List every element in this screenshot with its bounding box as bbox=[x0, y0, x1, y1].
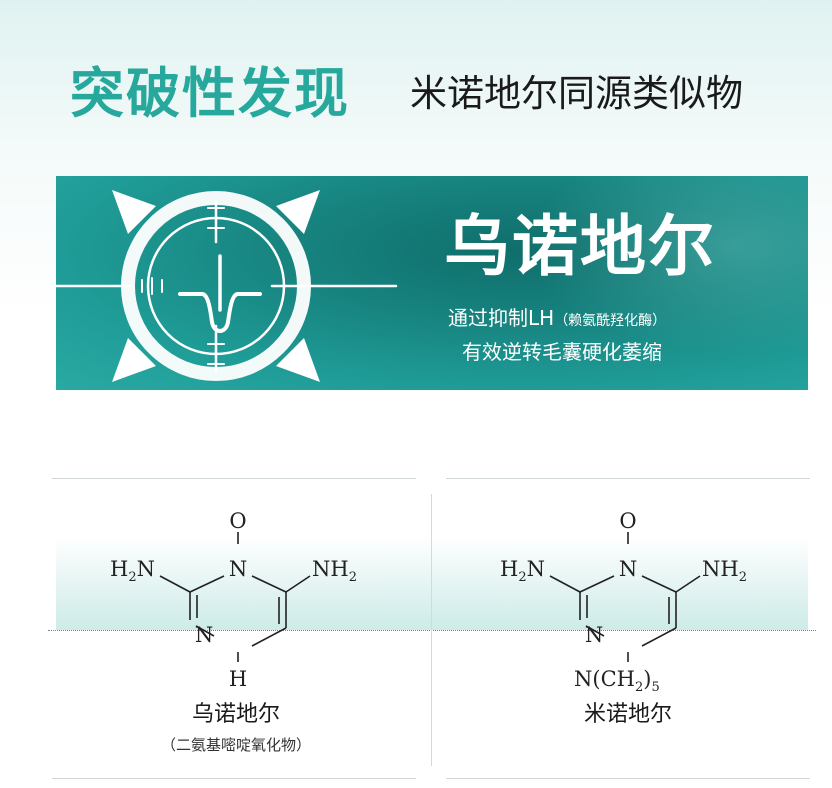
crosshair-hair-follicle-icon bbox=[56, 190, 398, 382]
structure-comparison: O N H2N NH2 N H 乌诺地尔 （二氨基嘧啶氧化物） O N H2N … bbox=[0, 474, 832, 788]
banner-line-1-note: （赖氨酰羟化酶） bbox=[554, 313, 667, 329]
molecule-structure-right: O N H2N NH2 N N(CH2)5 bbox=[500, 509, 747, 695]
oxygen-label: O bbox=[229, 509, 246, 533]
banner-product-name: 乌诺地尔 bbox=[444, 208, 716, 285]
oxygen-label: O bbox=[619, 509, 636, 533]
banner-line-1-main: 通过抑制LH bbox=[448, 306, 555, 330]
banner-line-2: 有效逆转毛囊硬化萎缩 bbox=[462, 340, 662, 364]
ring-nitrogen-1: N bbox=[229, 557, 247, 581]
bottom-rule-right bbox=[446, 778, 810, 779]
ring-nitrogen-3: N bbox=[585, 623, 603, 647]
amine-right: NH2 bbox=[702, 557, 747, 585]
left-compound-name: 乌诺地尔 bbox=[191, 702, 280, 727]
column-divider bbox=[431, 494, 432, 766]
amine-left: H2N bbox=[500, 557, 545, 585]
page-header: 突破性发现 米诺地尔同源类似物 bbox=[0, 54, 832, 134]
top-rule-left bbox=[52, 478, 416, 479]
ring-nitrogen-3: N bbox=[195, 623, 213, 647]
follicle-outline bbox=[178, 292, 262, 333]
banner-line-1: 通过抑制LH（赖氨酰羟化酶） bbox=[448, 304, 666, 335]
corner-arrows bbox=[112, 190, 320, 382]
amine-right: NH2 bbox=[312, 557, 357, 585]
top-rule-right bbox=[446, 478, 810, 479]
highlight-band bbox=[56, 536, 808, 630]
substituent-piperidine: N(CH2)5 bbox=[574, 667, 660, 695]
headline: 突破性发现 bbox=[70, 62, 350, 125]
subheadline: 米诺地尔同源类似物 bbox=[410, 72, 743, 115]
right-compound-name: 米诺地尔 bbox=[583, 702, 672, 727]
amine-left: H2N bbox=[110, 557, 155, 585]
product-banner: 乌诺地尔 通过抑制LH（赖氨酰羟化酶） 有效逆转毛囊硬化萎缩 bbox=[56, 176, 808, 390]
left-compound-note: （二氨基嘧啶氧化物） bbox=[160, 736, 311, 754]
dotted-divider bbox=[48, 630, 816, 631]
ticks bbox=[141, 207, 225, 365]
molecule-structure-left: O N H2N NH2 N H bbox=[110, 509, 357, 691]
substituent-h: H bbox=[229, 667, 247, 691]
ring-nitrogen-1: N bbox=[619, 557, 637, 581]
bottom-rule-left bbox=[52, 778, 416, 779]
